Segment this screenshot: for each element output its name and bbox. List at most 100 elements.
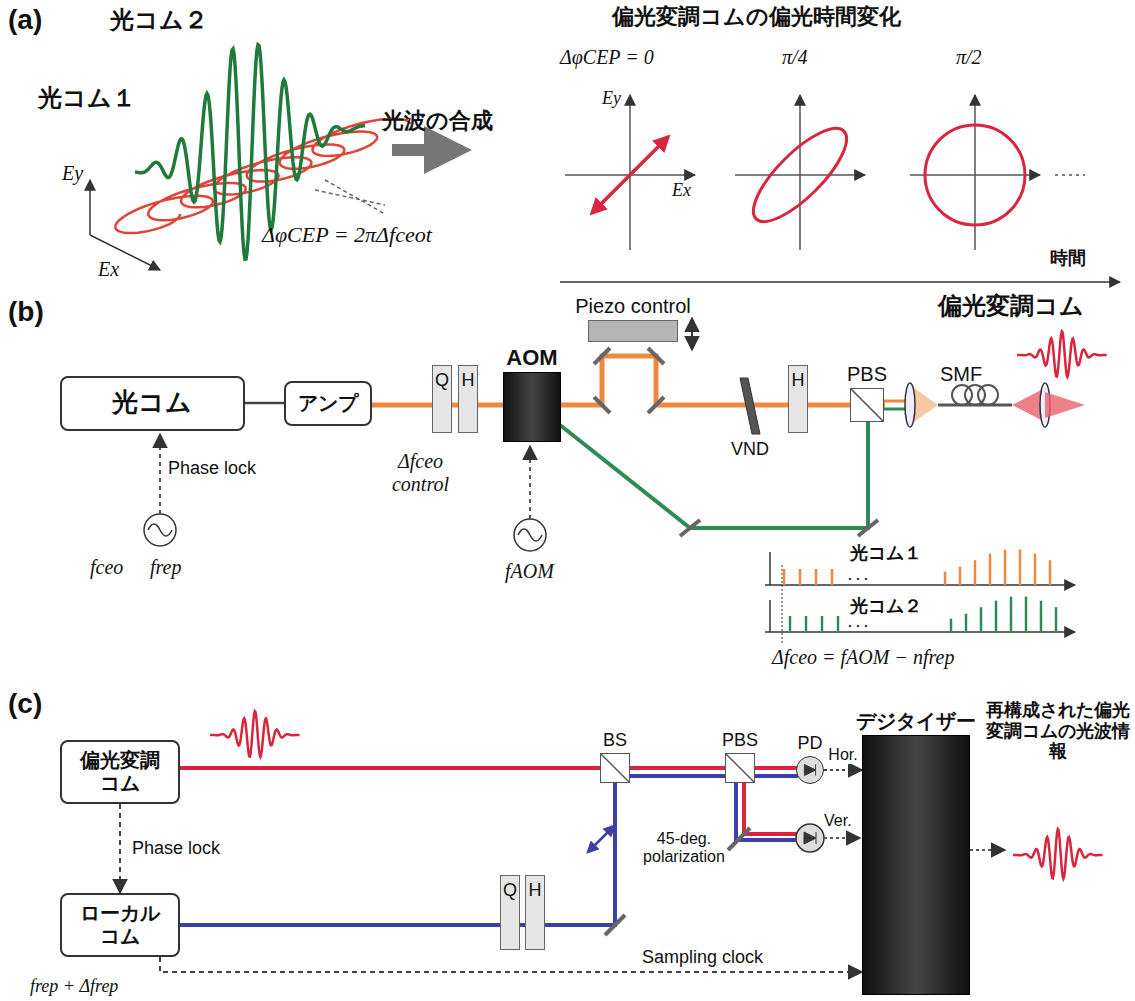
comb-line	[1034, 554, 1037, 585]
process-box: 光コム	[60, 376, 245, 431]
label: 光コム２	[850, 596, 922, 617]
comb-line	[1004, 550, 1007, 585]
ellipsis-dot	[865, 625, 868, 628]
label: frep + Δfrep	[30, 976, 118, 997]
node-label: PBS	[722, 730, 758, 751]
label: 光波の合成	[382, 108, 493, 133]
label: ΔφCEP = 2πΔfceot	[262, 222, 432, 247]
process-box: アンプ	[284, 381, 372, 426]
label: SMF	[940, 363, 982, 386]
label: Δfceo control	[368, 450, 473, 496]
node-label: 偏光変調コム	[74, 749, 166, 795]
pulse	[1017, 331, 1107, 377]
ellipsis-dot	[849, 578, 852, 581]
connector-label: Phase lock	[130, 838, 222, 859]
ellipsis-dot	[849, 625, 852, 628]
label: 時間	[1050, 248, 1086, 269]
optical-element: Piezo control	[588, 320, 678, 342]
pulse	[1013, 829, 1103, 879]
node-label: 光コム	[112, 388, 192, 418]
label: π/4	[782, 46, 808, 69]
node-label: PD	[797, 733, 822, 754]
optical-element: PBS	[850, 388, 884, 422]
comb-line	[950, 619, 953, 632]
connector	[119, 804, 121, 893]
splitter-diagonal	[851, 389, 883, 421]
connector-label: Hor.	[826, 746, 859, 764]
label: 偏光変調コム	[938, 292, 1084, 320]
comb-line	[944, 572, 947, 585]
optical-element: H	[788, 365, 808, 433]
optical-element: BS	[600, 753, 630, 783]
label: ΔφCEP = 0	[560, 46, 654, 69]
comb-line	[989, 554, 992, 585]
node-label: デジタイザー	[856, 710, 976, 733]
label: 45-deg. polarization	[624, 830, 744, 867]
node-label: PBS	[847, 363, 887, 386]
label: Phase lock	[168, 458, 256, 479]
connector	[824, 769, 862, 771]
pulse-illustrations	[210, 331, 1107, 879]
node-label: H	[792, 370, 805, 391]
splitter-diagonal	[726, 754, 754, 782]
comb-line	[1040, 601, 1043, 632]
comb-line	[789, 616, 792, 632]
label: Ex	[98, 258, 119, 281]
comb-line	[837, 616, 840, 632]
node-label: Q	[503, 880, 517, 901]
comb1-field	[115, 119, 410, 233]
comb-line	[959, 567, 962, 585]
comb-line	[1010, 597, 1013, 632]
node-label: アンプ	[298, 392, 358, 415]
pulse	[210, 711, 300, 757]
ellipsis-dot	[857, 625, 860, 628]
comb-line	[980, 607, 983, 632]
polarization-plots	[560, 95, 1120, 282]
process-box: ローカルコム	[60, 893, 180, 957]
comb-line	[831, 569, 834, 585]
comb-line	[1019, 550, 1022, 585]
optical-element: PBS	[725, 753, 755, 783]
label: Ex	[672, 180, 691, 201]
label: frep	[150, 556, 181, 579]
label: 光コム１	[850, 543, 922, 564]
filter-shape	[738, 376, 762, 436]
comb-line	[1055, 607, 1058, 632]
optical-element: デジタイザー	[862, 735, 970, 995]
comb-line	[805, 616, 808, 632]
comb-line	[965, 614, 968, 632]
node-label: VND	[731, 439, 769, 460]
label: (c)	[8, 688, 42, 720]
splitter-diagonal	[601, 754, 629, 782]
label: (a)	[8, 4, 42, 36]
ellipsis-dot	[865, 578, 868, 581]
connector-label: Sampling clock	[640, 947, 765, 968]
optical-element: VND	[738, 376, 762, 436]
label: fAOM	[505, 560, 554, 583]
label: Ey	[602, 88, 621, 109]
comb-line	[815, 569, 818, 585]
process-box: 偏光変調コム	[60, 740, 180, 804]
beam-path-b	[144, 318, 1085, 645]
label: 光コム２	[110, 6, 208, 34]
optical-element: H	[458, 365, 478, 433]
node-label: Piezo control	[575, 295, 691, 318]
comb-line	[1025, 597, 1028, 632]
label: Ver.	[824, 812, 852, 830]
comb-line	[974, 560, 977, 585]
ellipsis-dot	[857, 578, 860, 581]
comb-line	[783, 569, 786, 585]
label: fceo	[90, 556, 123, 579]
label: Ey	[62, 162, 83, 185]
comb-line	[995, 601, 998, 632]
node-label: Q	[435, 370, 449, 391]
node-label: ローカルコム	[74, 902, 166, 948]
optical-element: AOM	[503, 372, 561, 442]
label: 偏光変調コムの偏光時間変化	[612, 4, 901, 29]
comb-line	[799, 569, 802, 585]
label: 光コム１	[38, 84, 136, 112]
comb-line	[1049, 560, 1052, 585]
comb-line	[821, 616, 824, 632]
node-label: AOM	[506, 345, 557, 370]
node-label: BS	[603, 730, 627, 751]
